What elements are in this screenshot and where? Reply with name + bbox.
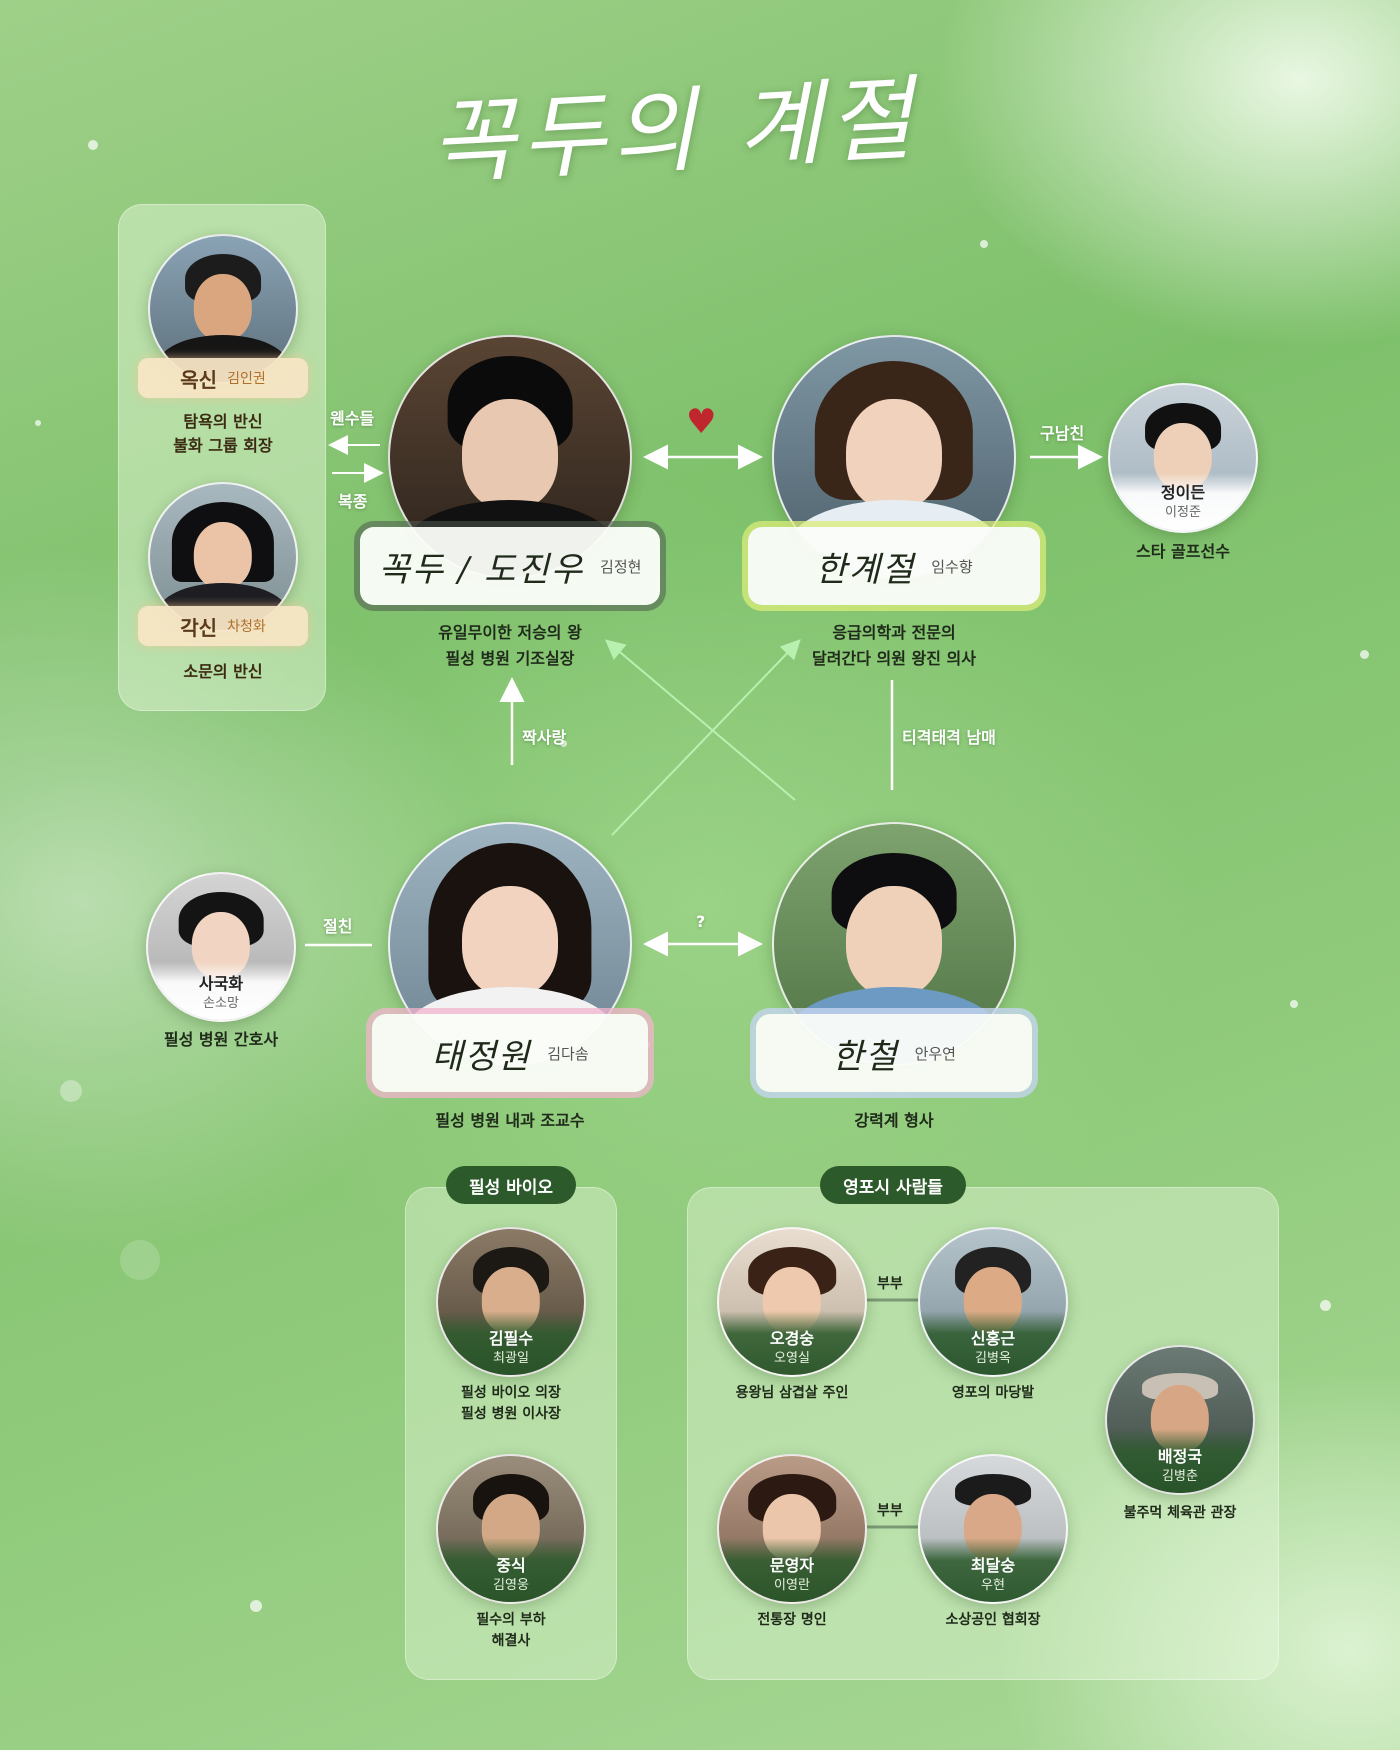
sagukhwa-description: 필성 병원 간호사 [131,1029,311,1050]
gyejeol-desc-line-1: 응급의학과 전문의 [832,623,956,642]
jungsik-name: 중식 [496,1556,526,1575]
munyeongja-description: 전통장 명인 [697,1610,887,1631]
choedalsung-actor: 우현 [981,1578,1005,1593]
kimpilsu-desc-line-2: 필성 병원 이사장 [461,1406,561,1422]
jeongideun-actor: 이정준 [1165,505,1201,520]
cheol-name: 한철 [832,1036,899,1077]
choedalsung-name: 최달숭 [970,1556,1016,1575]
gyejeol-name: 한계절 [815,549,916,590]
arrow-cross-up-right [611,639,801,836]
jungsik-desc-line-1: 필수의 부하 [476,1612,546,1628]
munyeongja-name: 문영자 [769,1556,815,1575]
kkokdu-actor: 김정현 [600,557,642,576]
jeongwon-desc-line-1: 필성 병원 내과 조교수 [435,1111,585,1130]
munyeongja-portrait: 문영자 이영란 [717,1454,867,1604]
gaksin-tag: 각신 차청화 [138,606,308,646]
jungsik-desc-line-2: 해결사 [491,1633,531,1649]
sagukhwa-desc-line-1: 필성 병원 간호사 [163,1030,279,1049]
sinhonggeun-actor: 김병옥 [975,1351,1011,1366]
baejeongguk-name: 배정국 [1157,1447,1203,1466]
sagukhwa-actor: 손소망 [203,996,239,1011]
kkokdu-desc-line-2: 필성 병원 기조실장 [445,649,575,668]
ogyeongsung-portrait: 오경숭 오영실 [717,1227,867,1377]
sinhonggeun-name: 신홍근 [970,1329,1016,1348]
pilseong-bio-label: 필성 바이오 [446,1166,576,1204]
ogyeongsung-name: 오경숭 [769,1329,815,1348]
oksin-actor: 김인권 [227,371,266,387]
kkokdu-name: 꼭두 / 도진우 [378,549,585,590]
gyejeol-actor: 임수향 [931,557,973,576]
choedalsung-description: 소상공인 협회장 [898,1610,1088,1631]
sagukhwa-portrait: 사국화 손소망 [146,872,296,1022]
choedalsung-desc-line-1: 소상공인 협회장 [945,1612,1041,1628]
arrow-cross-up-left [604,639,796,801]
oksin-desc-line-1: 탐욕의 반신 [183,412,263,431]
kimpilsu-actor: 최광일 [493,1351,529,1366]
jungsik-description: 필수의 부하 해결사 [421,1610,601,1652]
ogyeongsung-desc-line-1: 용왕님 삼겹살 주인 [735,1385,849,1401]
cheol-actor: 안우연 [914,1044,956,1063]
kimpilsu-description: 필성 바이오 의장 필성 병원 이사장 [421,1383,601,1425]
heart-icon: ♥ [686,402,717,442]
ogyeongsung-actor: 오영실 [774,1351,810,1366]
kimpilsu-portrait: 김필수 최광일 [436,1227,586,1377]
ogyeongsung-description: 용왕님 삼겹살 주인 [697,1383,887,1404]
sinhonggeun-portrait: 신홍근 김병옥 [918,1227,1068,1377]
gaksin-name: 각신 [180,615,218,640]
oksin-name: 옥신 [180,367,218,392]
couple-label-2: 부부 [877,1503,903,1519]
sinhonggeun-desc-line-1: 영포의 마당발 [951,1385,1035,1401]
gyejeol-name-tag: 한계절 임수향 [748,527,1040,605]
jeongideun-description: 스타 골프선수 [1093,541,1273,562]
munyeongja-desc-line-1: 전통장 명인 [757,1612,827,1628]
kkokdu-name-tag: 꼭두 / 도진우 김정현 [360,527,660,605]
kimpilsu-name: 김필수 [488,1329,534,1348]
oksin-desc-line-2: 불화 그룹 회장 [173,436,273,455]
gaksin-desc-line-1: 소문의 반신 [183,662,263,681]
kkokdu-desc-line-1: 유일무이한 저승의 왕 [438,623,582,642]
relation-crush-label: 짝사랑 [522,728,567,747]
munyeongja-actor: 이영란 [774,1578,810,1593]
yeongpo-label: 영포시 사람들 [820,1166,966,1204]
oksin-tag: 옥신 김인권 [138,358,308,398]
jeongideun-portrait: 정이든 이정준 [1108,383,1258,533]
jungsik-actor: 김영웅 [493,1578,529,1593]
cheol-description: 강력계 형사 [764,1108,1024,1134]
relation-question-label: ? [696,912,706,931]
cheol-desc-line-1: 강력계 형사 [854,1111,934,1130]
oksin-description: 탐욕의 반신 불화 그룹 회장 [128,410,318,458]
sagukhwa-name: 사국화 [198,974,244,993]
relation-enemies-label: 웬수들 [330,409,375,428]
jeongideun-name: 정이든 [1160,483,1206,502]
relation-obey-label: 복종 [338,492,368,511]
cheol-name-tag: 한철 안우연 [756,1014,1032,1092]
baejeongguk-portrait: 배정국 김병춘 [1105,1345,1255,1495]
kkokdu-description: 유일무이한 저승의 왕 필성 병원 기조실장 [380,620,640,672]
relation-siblings-label: 티격태격 남매 [902,728,996,747]
gyejeol-desc-line-2: 달려간다 의원 왕진 의사 [812,649,976,668]
relation-best-friend-label: 절친 [323,917,353,936]
gaksin-actor: 차청화 [227,619,266,635]
jeongwon-actor: 김다솜 [547,1044,589,1063]
jeongideun-desc-line-1: 스타 골프선수 [1136,542,1230,561]
baejeongguk-actor: 김병춘 [1162,1469,1198,1484]
jeongwon-name-tag: 태정원 김다솜 [372,1014,648,1092]
sinhonggeun-description: 영포의 마당발 [898,1383,1088,1404]
gyejeol-description: 응급의학과 전문의 달려간다 의원 왕진 의사 [762,620,1026,672]
kimpilsu-desc-line-1: 필성 바이오 의장 [461,1385,561,1401]
jeongwon-name: 태정원 [431,1036,532,1077]
baejeongguk-desc-line-1: 불주먹 체육관 관장 [1123,1505,1237,1521]
relation-ex-boyfriend-label: 구남친 [1040,424,1085,443]
gaksin-description: 소문의 반신 [128,660,318,684]
baejeongguk-description: 불주먹 체육관 관장 [1080,1503,1280,1524]
couple-label-1: 부부 [877,1276,903,1292]
jungsik-portrait: 중식 김영웅 [436,1454,586,1604]
jeongwon-description: 필성 병원 내과 조교수 [380,1108,640,1134]
choedalsung-portrait: 최달숭 우현 [918,1454,1068,1604]
